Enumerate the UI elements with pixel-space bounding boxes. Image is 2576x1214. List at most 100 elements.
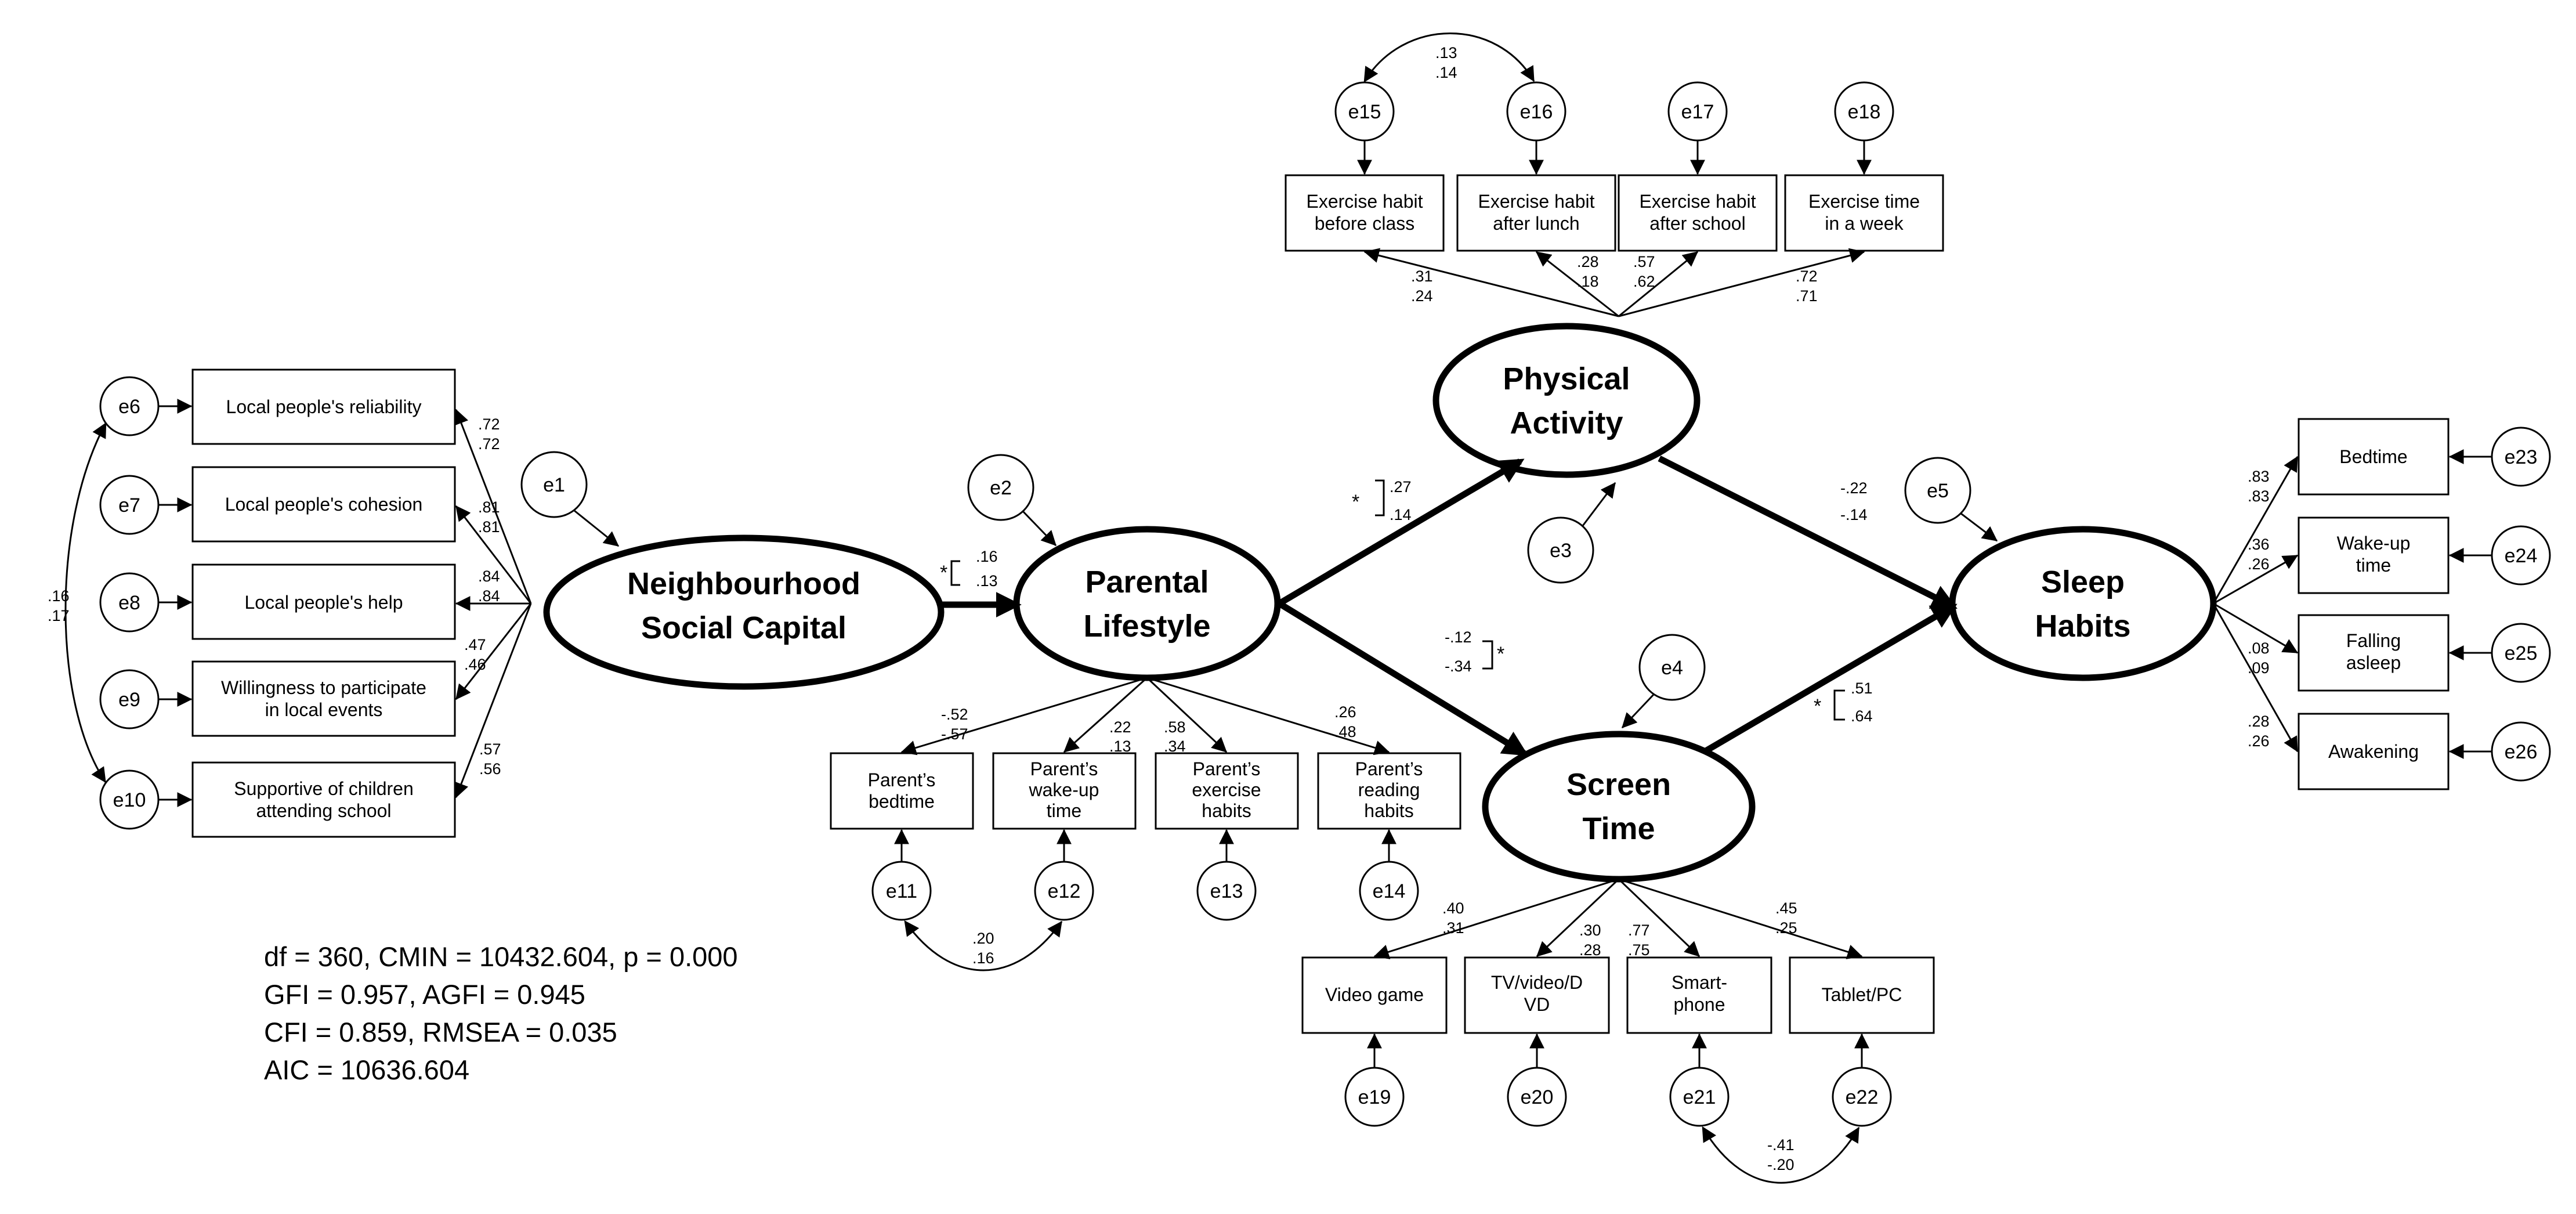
- indicator-label: Video game: [1325, 984, 1424, 1005]
- fit-index-line: CFI = 0.859, RMSEA = 0.035: [264, 1017, 617, 1047]
- loading-coefficient: .72: [1796, 268, 1818, 285]
- indicator-box: Exercise time in a week: [1784, 174, 1944, 252]
- error-arrow: [1960, 512, 1998, 542]
- indicator-label: asleep: [2346, 652, 2401, 673]
- loading-arrow: [1535, 251, 1619, 317]
- indicator-label: Willingness to participate: [221, 677, 426, 698]
- indicator-box: TV/video/D VD: [1464, 956, 1610, 1034]
- covariance-coefficient: .16: [972, 949, 994, 967]
- indicator-label: Bedtime: [2339, 446, 2407, 467]
- indicator-label: Falling: [2346, 630, 2401, 651]
- path-coefficient: -.12: [1445, 628, 1472, 646]
- error-label: e3: [1550, 540, 1572, 562]
- loading-arrow: [1146, 677, 1228, 753]
- indicator-label: Supportive of children: [234, 778, 414, 799]
- path-coefficient: -.34: [1445, 657, 1472, 675]
- indicator-box: Local people's reliability: [191, 368, 456, 445]
- loading-arrow: [1618, 248, 1865, 317]
- path-pl-to-st: [1278, 601, 1529, 756]
- indicator-label: bedtime: [869, 791, 935, 812]
- loading-coefficient: .40: [1442, 899, 1464, 917]
- loading-arrow: [455, 505, 532, 604]
- error-label: e15: [1348, 101, 1381, 123]
- covariance-coefficient: .16: [48, 587, 70, 605]
- indicator-box: Smart- phone: [1626, 956, 1772, 1034]
- loading-coefficient: -.57: [941, 725, 968, 743]
- path-coefficient: .13: [976, 572, 998, 590]
- indicator-label: wake-up: [1029, 779, 1099, 800]
- loading-coefficient: .56: [479, 760, 501, 778]
- indicator-box: Parent’s exercise habits: [1155, 752, 1299, 830]
- loading-arrow: [2213, 554, 2299, 605]
- indicator-box: Video game: [1301, 956, 1448, 1034]
- error-label: e26: [2505, 741, 2538, 763]
- indicator-label: Local people's help: [245, 592, 403, 613]
- path-coefficient: .14: [1390, 506, 1412, 523]
- indicator-label: Parent’s: [1193, 758, 1261, 779]
- loading-coefficient: .47: [464, 636, 486, 653]
- loading-arrow: [1373, 878, 1619, 959]
- significance-star: *: [1814, 695, 1821, 717]
- error-arrow: [1621, 693, 1655, 729]
- indicator-box: Willingness to participate in local even…: [191, 660, 456, 737]
- significance-brackets: [950, 479, 1845, 721]
- latent-label: Activity: [1510, 406, 1623, 440]
- loading-coefficient: .24: [1411, 287, 1433, 305]
- indicator-label: Smart-: [1671, 972, 1727, 993]
- loading-coefficient: .28: [1577, 253, 1599, 270]
- indicator-label: Exercise habit: [1640, 191, 1756, 212]
- error-label: e12: [1048, 880, 1081, 902]
- indicator-box: Exercise habit after school: [1618, 174, 1778, 252]
- indicator-label: habits: [1202, 800, 1251, 821]
- indicator-label: phone: [1674, 994, 1725, 1015]
- indicator-box: Wake-up time: [2298, 516, 2450, 594]
- loading-coefficient: .13: [1109, 738, 1131, 755]
- loading-coefficient: .28: [2248, 713, 2270, 730]
- fit-index-line: df = 360, CMIN = 10432.604, p = 0.000: [264, 941, 738, 972]
- loading-coefficient: .72: [478, 435, 500, 453]
- path-pa-to-sh: [1658, 456, 1958, 609]
- covariance-coefficient: -.41: [1767, 1136, 1794, 1154]
- indicator-label: in a week: [1825, 213, 1904, 234]
- loading-arrow: [1146, 677, 1390, 756]
- latent-label: Screen: [1566, 767, 1671, 802]
- indicator-label: after school: [1649, 213, 1745, 234]
- fit-index-line: AIC = 10636.604: [264, 1054, 469, 1085]
- loading-coefficient: .26: [1334, 703, 1356, 721]
- indicator-label: habits: [1364, 800, 1413, 821]
- loading-coefficient: .83: [2248, 487, 2270, 505]
- loading-coefficient: .57: [479, 740, 501, 758]
- latent-label: Habits: [2035, 609, 2130, 644]
- indicator-label: Parent’s: [1030, 758, 1098, 779]
- error-label: e2: [990, 477, 1012, 499]
- latent-label: Parental: [1085, 565, 1209, 599]
- error-arrow: [1022, 511, 1057, 547]
- error-label: e8: [118, 592, 140, 614]
- indicator-box: Exercise habit before class: [1285, 174, 1445, 252]
- loading-coefficient: .75: [1628, 941, 1650, 959]
- error-label: e20: [1521, 1086, 1554, 1108]
- indicator-label: after lunch: [1493, 213, 1579, 234]
- loading-arrow: [454, 603, 532, 799]
- latent-physical-activity: Physical Activity: [1432, 323, 1701, 478]
- loading-coefficient: .25: [1775, 919, 1797, 937]
- loading-coefficient: -.52: [941, 706, 968, 723]
- latent-screen-time: Screen Time: [1482, 731, 1756, 883]
- loading-coefficient: .34: [1164, 738, 1186, 755]
- loading-arrow: [1063, 677, 1148, 753]
- indicator-label: Awakening: [2328, 741, 2419, 762]
- loading-arrow: [1618, 878, 1701, 958]
- indicator-label: Exercise time: [1808, 191, 1920, 212]
- error-label: e5: [1927, 480, 1949, 502]
- indicator-box: Exercise habit after lunch: [1456, 174, 1616, 252]
- path-coefficient: .51: [1851, 680, 1873, 697]
- loading-coefficient: .28: [1579, 941, 1601, 959]
- loading-coefficient: .62: [1633, 273, 1655, 290]
- loading-coefficient: .84: [478, 568, 500, 585]
- loading-coefficient: .72: [478, 415, 500, 433]
- significance-star: *: [1497, 643, 1504, 665]
- error-label: e17: [1681, 101, 1714, 123]
- covariance-coefficient: .14: [1435, 64, 1457, 81]
- loading-arrows: [454, 248, 2299, 959]
